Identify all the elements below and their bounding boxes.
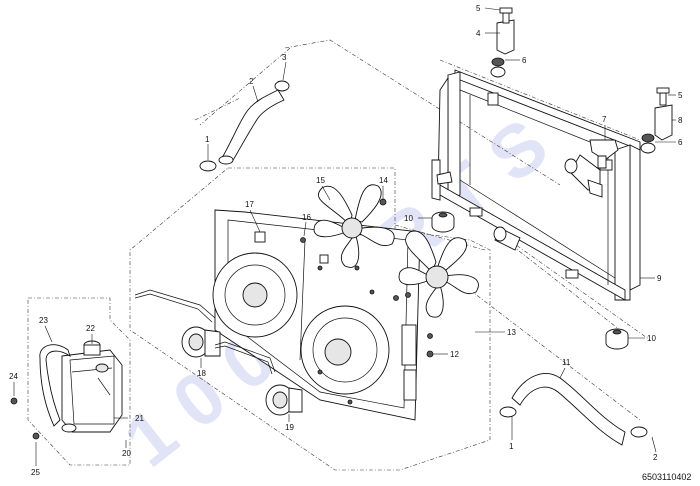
callout-23: 23 (39, 316, 48, 325)
callout-25: 25 (31, 468, 40, 477)
callout-20: 20 (122, 449, 131, 458)
callout-6: 6 (678, 138, 683, 147)
rubber-mount-icon (605, 328, 629, 350)
radiator-cap-icon (589, 139, 619, 169)
callout-9: 9 (657, 274, 662, 283)
callout-4: 4 (476, 29, 481, 38)
callout-2: 2 (653, 453, 658, 462)
callout-24: 24 (9, 372, 18, 381)
lower-hose-icon (499, 373, 648, 446)
callout-16: 16 (302, 213, 311, 222)
callout-1: 1 (205, 135, 210, 144)
fan-shroud-icon (212, 209, 421, 421)
callout-22: 22 (86, 324, 95, 333)
bolt-icon (10, 397, 40, 440)
callout-18: 18 (197, 369, 206, 378)
callout-17: 17 (245, 200, 254, 209)
callout-11: 11 (562, 358, 571, 367)
callout-5: 5 (476, 4, 481, 13)
fan-motor-icon (265, 384, 303, 416)
bolt-icon (300, 198, 434, 405)
callout-13: 13 (507, 328, 516, 337)
callout-2: 2 (249, 77, 254, 86)
fan-motor-icon (181, 326, 221, 358)
rubber-mount-icon (431, 211, 455, 233)
overflow-hose-icon (39, 344, 77, 433)
cooling-fan-icon (398, 230, 479, 318)
callout-3: 3 (282, 53, 287, 62)
group-outlines (27, 39, 651, 471)
callout-8: 8 (678, 116, 683, 125)
coolant-reservoir-icon (61, 340, 123, 433)
callout-10: 10 (404, 214, 413, 223)
callout-1: 1 (509, 442, 514, 451)
leader-lines (13, 7, 676, 466)
upper-hose-icon (199, 80, 290, 172)
callout-10: 10 (647, 334, 656, 343)
wiring-harness (134, 289, 276, 375)
callout-labels: 1 2 3 4 5 6 5 6 7 8 9 10 10 11 1 2 12 13… (9, 4, 683, 477)
callout-21: 21 (135, 414, 144, 423)
callout-14: 14 (379, 176, 388, 185)
callout-19: 19 (285, 423, 294, 432)
callout-6: 6 (522, 56, 527, 65)
callout-7: 7 (602, 115, 607, 124)
radiator-icon (431, 69, 641, 301)
callout-12: 12 (450, 350, 459, 359)
figure-id: 6503110402 (642, 472, 691, 482)
cooling-fan-icon (313, 184, 395, 268)
callout-15: 15 (316, 176, 325, 185)
callout-5: 5 (678, 91, 683, 100)
upper-bracket-icon (490, 7, 515, 78)
side-bracket-icon (640, 87, 673, 154)
